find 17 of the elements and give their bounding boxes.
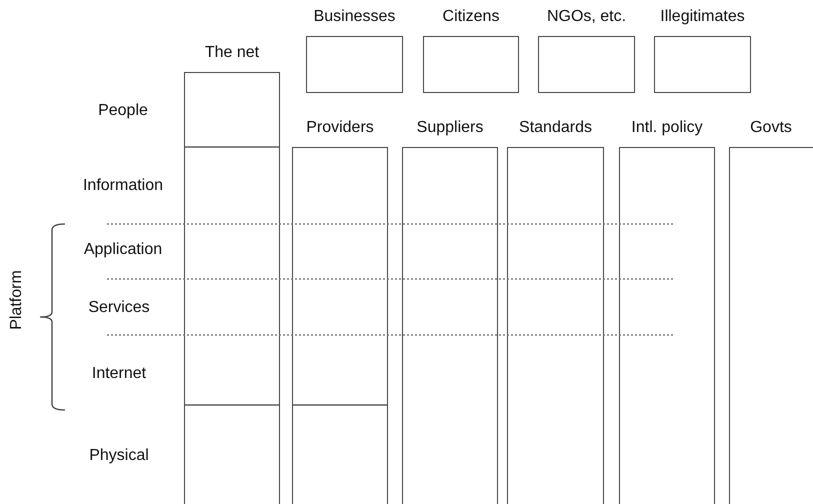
layer-label: People xyxy=(98,102,148,120)
column-heading: Illegitimates xyxy=(660,8,745,26)
column-heading: Businesses xyxy=(314,8,396,26)
bracket-label: Platform xyxy=(8,270,26,330)
layer-label: Application xyxy=(84,241,162,259)
layer-label: Internet xyxy=(92,365,146,383)
column-heading: NGOs, etc. xyxy=(546,8,626,26)
column-heading: The net xyxy=(204,44,260,62)
column-heading: Standards xyxy=(519,119,592,137)
column-heading: Govts xyxy=(750,119,792,137)
layer-label: Physical xyxy=(89,447,149,465)
layer-label: Information xyxy=(82,177,164,195)
column-heading: Providers xyxy=(306,119,374,137)
column-heading: Intl. policy xyxy=(631,119,703,137)
column-heading: Suppliers xyxy=(416,119,484,137)
column-heading: Citizens xyxy=(442,8,500,26)
layer-label: Services xyxy=(88,299,150,317)
